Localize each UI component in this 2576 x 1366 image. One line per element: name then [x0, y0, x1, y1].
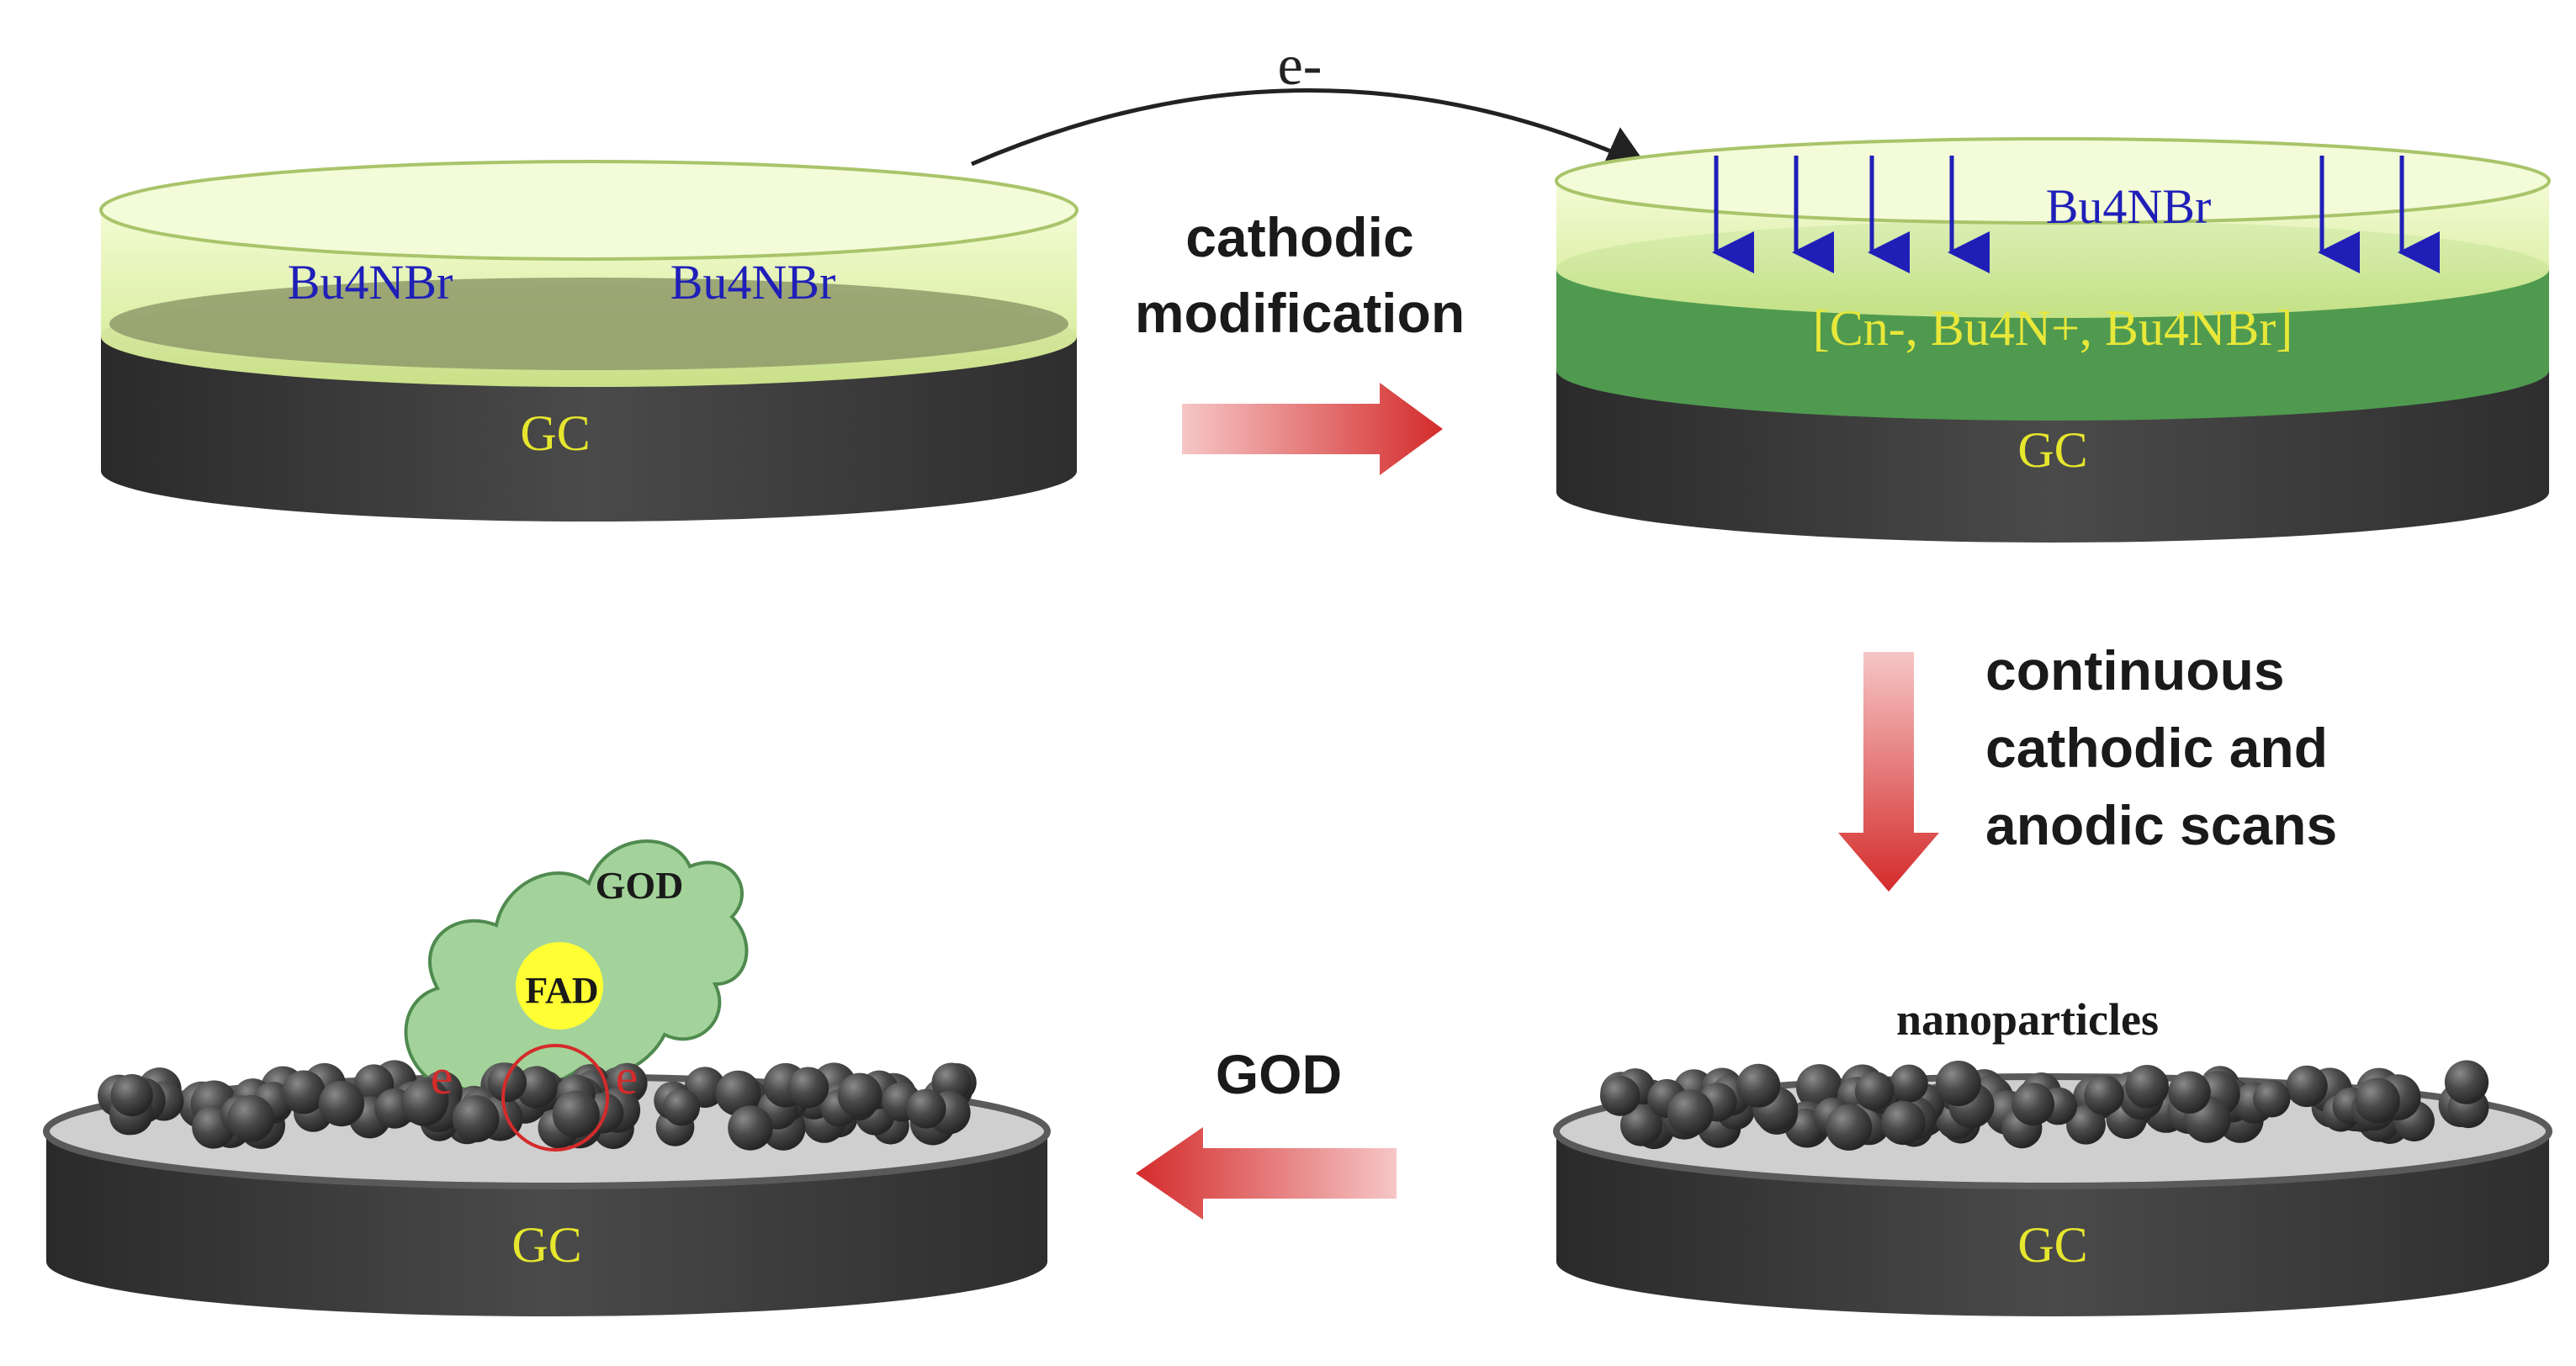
nanoparticle: [1736, 1063, 1781, 1108]
electron-transfer-arrow: [971, 88, 1649, 174]
step-label: GOD: [1216, 1043, 1342, 1105]
nanoparticle: [515, 1066, 558, 1109]
nanoparticle: [2253, 1080, 2291, 1118]
process-arrow-left: [1136, 1127, 1397, 1220]
nanoparticle: [663, 1088, 700, 1126]
nanoparticle: [110, 1074, 153, 1117]
step-continuous-scans: continuous cathodic and anodic scans: [1838, 639, 2337, 892]
film-label: [Cn-, Bu4N+, Bu4NBr]: [1813, 300, 2293, 356]
electron-label-left: e: [431, 1049, 453, 1104]
gc-label: GC: [511, 1217, 581, 1273]
nanoparticle: [2286, 1065, 2328, 1108]
nanoparticle: [227, 1095, 275, 1142]
electrode-bottom-right: nanoparticles GC: [1553, 994, 2552, 1316]
ion-arrows: [1712, 156, 2440, 273]
solution-inner-surface: [109, 278, 1068, 370]
nanoparticle: [1600, 1076, 1640, 1116]
nanoparticle: [2355, 1077, 2400, 1124]
electrolyte-label: Bu4NBr: [2046, 179, 2212, 234]
nanoparticle: [1935, 1061, 1981, 1106]
nanoparticle: [2444, 1060, 2489, 1104]
step-god: GOD: [1136, 1043, 1397, 1220]
nanoparticle: [401, 1079, 448, 1126]
nanoparticle: [906, 1088, 946, 1129]
electrolyte-label: Bu4NBr: [671, 255, 836, 310]
nanoparticle-layer: [98, 1060, 977, 1151]
gc-body: [101, 336, 1077, 522]
nanoparticle: [837, 1072, 883, 1118]
step-label-line3: anodic scans: [1985, 794, 2337, 856]
nanoparticle: [487, 1062, 527, 1103]
process-arrow-right: [1182, 383, 1443, 475]
nanoparticle: [728, 1105, 773, 1151]
electrode-bottom-left: GOD FAD e e GC: [43, 839, 1051, 1316]
nanoparticle: [2012, 1083, 2055, 1126]
gc-label: GC: [520, 405, 590, 461]
nanoparticle: [787, 1067, 830, 1109]
god-label: GOD: [596, 864, 684, 907]
step-cathodic-modification: cathodic modification: [1135, 206, 1465, 475]
nanoparticle: [1667, 1089, 1714, 1136]
nanoparticle: [1855, 1071, 1895, 1111]
electrolyte-label: Bu4NBr: [288, 255, 453, 310]
nanoparticle: [452, 1095, 500, 1142]
step-label-line1: cathodic: [1185, 206, 1413, 268]
gc-label: GC: [2017, 422, 2087, 478]
solution-top: [99, 160, 1079, 261]
process-arrow-down: [1838, 652, 1939, 892]
nanoparticle: [2066, 1104, 2106, 1145]
solution-top: [1555, 137, 2551, 225]
electrode-top-left: Bu4NBr Bu4NBr GC: [99, 160, 1079, 522]
nanoparticle: [1890, 1064, 1928, 1103]
nanoparticles-label: nanoparticles: [1896, 994, 2159, 1045]
nanoparticle: [552, 1090, 600, 1138]
fad-label: FAD: [525, 970, 598, 1011]
nanoparticle: [2168, 1071, 2211, 1114]
nanoparticle: [715, 1070, 761, 1116]
nanoparticle: [1826, 1104, 1873, 1151]
nanoparticle: [318, 1081, 364, 1127]
nanoparticle: [2084, 1075, 2124, 1115]
nanoparticle: [1620, 1104, 1662, 1146]
step-label-line2: modification: [1135, 282, 1465, 344]
nanoparticle: [2125, 1065, 2169, 1109]
step-label-line1: continuous: [1985, 639, 2285, 702]
nanoparticle-layer: [1600, 1060, 2489, 1151]
nanoparticle: [931, 1062, 972, 1103]
nanoparticle: [282, 1070, 326, 1115]
electrode-top-right: Bu4NBr [Cn-, Bu4N+, Bu4NBr] GC: [1555, 137, 2551, 543]
fad-core: [516, 942, 603, 1030]
nanoparticle: [1881, 1100, 1926, 1146]
electron-label-right: e: [616, 1049, 639, 1104]
step-label-line2: cathodic and: [1985, 717, 2328, 779]
electron-transfer-ring: [501, 1044, 609, 1152]
electron-label: e-: [1278, 33, 1322, 97]
gc-label: GC: [2017, 1217, 2087, 1273]
